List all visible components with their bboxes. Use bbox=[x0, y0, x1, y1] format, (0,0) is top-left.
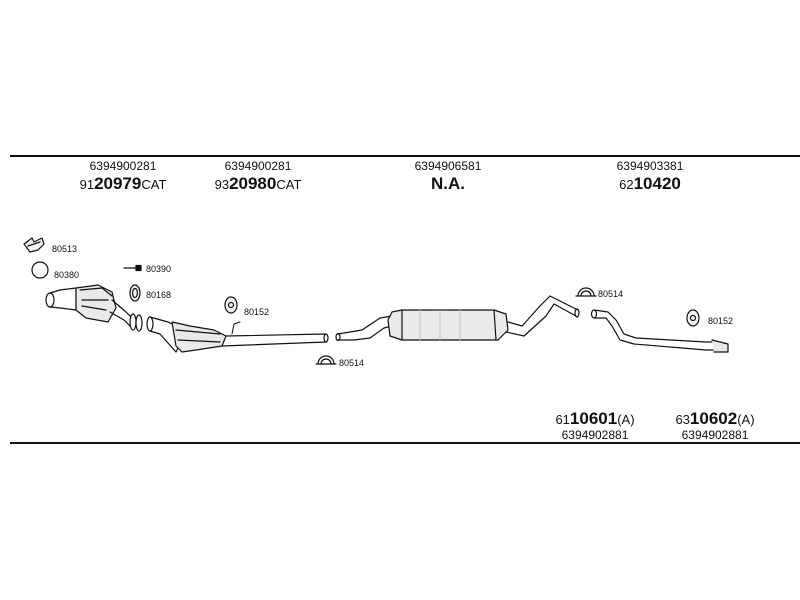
clamp-80513-icon bbox=[23, 237, 45, 253]
hanger-80152-left-icon bbox=[224, 296, 238, 314]
part-code: 6310602(A) bbox=[675, 409, 755, 428]
label-80513: 80513 bbox=[52, 244, 78, 254]
front-catalyst-icon bbox=[45, 284, 133, 327]
rear-tail-pipe-icon bbox=[590, 309, 729, 353]
top-divider bbox=[10, 155, 800, 157]
part-ref-bottom-right: 6310602(A) 6394902881 bbox=[660, 410, 770, 441]
part-ref-rear-catalyst: 6394900281 9320980CAT bbox=[203, 160, 313, 192]
flange-icon bbox=[129, 313, 143, 332]
label-80390: 80390 bbox=[146, 264, 172, 274]
oe-number: 6394906581 bbox=[414, 159, 482, 173]
oe-number: 6394900281 bbox=[89, 159, 157, 173]
oe-number: 6394902881 bbox=[681, 428, 749, 442]
hanger-80514-right-icon bbox=[575, 287, 597, 297]
label-80168: 80168 bbox=[146, 290, 172, 300]
part-code: 6110601(A) bbox=[555, 409, 635, 428]
rear-catalyst-icon bbox=[146, 316, 329, 353]
bolt-80390-icon bbox=[123, 264, 142, 272]
oe-number: 6394903381 bbox=[616, 159, 684, 173]
hanger-80514-left-icon bbox=[315, 355, 337, 365]
middle-silencer-icon bbox=[335, 295, 580, 342]
part-code: 6210420 bbox=[619, 174, 681, 193]
part-ref-bottom-left: 6110601(A) 6394902881 bbox=[540, 410, 650, 441]
gasket-80168-icon bbox=[129, 284, 141, 302]
label-80514-right: 80514 bbox=[598, 289, 624, 299]
part-ref-middle-silencer: 6394906581 N.A. bbox=[393, 160, 503, 192]
label-80514-left: 80514 bbox=[339, 358, 365, 368]
label-80380: 80380 bbox=[54, 270, 80, 280]
ring-80380-icon bbox=[31, 261, 49, 279]
part-code: N.A. bbox=[431, 174, 465, 193]
label-80152-right: 80152 bbox=[708, 316, 734, 326]
part-ref-front-catalyst: 6394900281 9120979CAT bbox=[68, 160, 178, 192]
part-code: 9320980CAT bbox=[214, 174, 302, 193]
hanger-80152-right-icon bbox=[686, 309, 700, 327]
oe-number: 6394900281 bbox=[224, 159, 292, 173]
part-code: 9120979CAT bbox=[79, 174, 167, 193]
part-ref-rear-pipe: 6394903381 6210420 bbox=[595, 160, 705, 192]
label-80152-left: 80152 bbox=[244, 307, 270, 317]
bottom-divider bbox=[10, 442, 800, 444]
oe-number: 6394902881 bbox=[561, 428, 629, 442]
